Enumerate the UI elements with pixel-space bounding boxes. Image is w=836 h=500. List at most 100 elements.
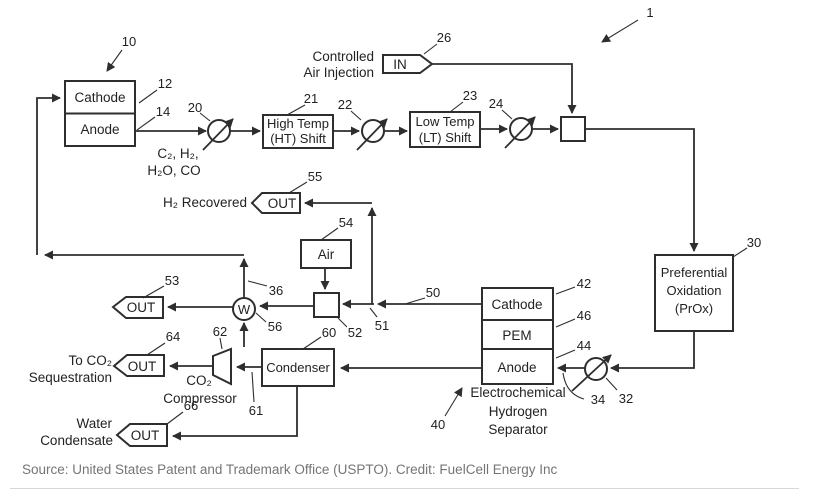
leader-56 [255, 312, 267, 323]
ref-62: 62 [213, 324, 227, 339]
leader-64 [146, 342, 166, 356]
hx24-diagonal [504, 116, 536, 149]
leader-61 [251, 371, 255, 403]
separator-block: Cathode PEM Anode Electrochemical Hydrog… [470, 287, 566, 437]
leader-55 [288, 181, 308, 194]
lt-shift-line1: Low Temp [415, 114, 474, 129]
prox-line2: Oxidation [667, 283, 722, 298]
prox-line3: (PrOx) [675, 301, 713, 316]
controlled-air-line1: Controlled [312, 49, 374, 64]
reference-labels: 1 10 12 14 20 21 22 23 24 26 30 32 34 36… [106, 5, 761, 432]
condenser-box [261, 348, 335, 387]
ref-44: 44 [577, 338, 591, 353]
leader-24 [501, 109, 513, 120]
ref-10: 10 [122, 34, 136, 49]
leader-46 [555, 318, 576, 328]
ref-50: 50 [426, 285, 440, 300]
ref-55: 55 [308, 169, 322, 184]
hx22-circle [361, 119, 385, 143]
separator-caption-1: Electrochemical [470, 385, 565, 400]
ref-54: 54 [339, 215, 353, 230]
out-flag-55: OUT [250, 192, 301, 214]
lt-shift-box [409, 111, 481, 148]
air-box [300, 239, 352, 269]
water-condensate-line1: Water [76, 416, 112, 431]
leader-34 [562, 372, 585, 400]
ref-21: 21 [304, 91, 318, 106]
to-co2-line2: Sequestration [29, 370, 112, 385]
line-prox-to-hx32 [610, 331, 695, 373]
leader-66 [166, 411, 184, 425]
leader-12 [138, 89, 158, 104]
hx20-circle [207, 119, 231, 143]
ref-66: 66 [184, 398, 198, 413]
leader-1 [601, 19, 639, 43]
anode-gas-line1: C₂, H₂, [157, 146, 198, 161]
condenser-label: Condenser [266, 360, 330, 375]
out53-shape [111, 296, 164, 319]
heat-exchanger-20 [202, 118, 234, 151]
ref-14: 14 [156, 104, 170, 119]
heat-exchanger-32 [571, 354, 612, 392]
flow-lines [36, 63, 699, 441]
stream-annotations: Controlled Air Injection C₂, H₂, H₂O, CO… [29, 49, 374, 448]
footer-divider [10, 488, 799, 489]
line-air-injection [432, 63, 577, 114]
leader-51 [369, 307, 378, 318]
heat-exchanger-22 [356, 118, 388, 151]
ref-1: 1 [646, 5, 653, 20]
ref-26: 26 [437, 30, 451, 45]
ref-52: 52 [348, 325, 362, 340]
fuel-cell-cathode-label: Cathode [74, 90, 125, 105]
condenser-block: Condenser [261, 348, 335, 387]
leader-32 [605, 377, 618, 391]
out55-label: OUT [268, 196, 297, 211]
line-junction-to-prox [585, 128, 699, 252]
controlled-air-line2: Air Injection [303, 65, 374, 80]
ref-46: 46 [577, 308, 591, 323]
separator-pem-label: PEM [502, 328, 531, 343]
leader-53 [142, 285, 165, 299]
prox-box [654, 254, 734, 332]
ht-shift-line2: (HT) Shift [270, 131, 326, 146]
leader-54 [320, 227, 339, 241]
prox-line1: Preferential [661, 265, 728, 280]
w-label: W [238, 302, 251, 317]
ref-12: 12 [158, 76, 172, 91]
water-condensate-line2: Condensate [40, 433, 113, 448]
ref-23: 23 [463, 88, 477, 103]
line-condensate-to-out66 [172, 386, 298, 441]
leader-40 [444, 387, 463, 417]
in-flag-label: IN [393, 57, 407, 72]
leader-23 [449, 101, 464, 113]
leader-44 [555, 349, 576, 359]
leader-22 [350, 110, 362, 121]
h2-recovered-label: H₂ Recovered [163, 195, 247, 210]
out55-shape [250, 192, 301, 214]
junction52-box [313, 292, 340, 318]
out64-label: OUT [128, 359, 157, 374]
out53-label: OUT [127, 300, 156, 315]
process-flow-diagram: Cathode Anode High Temp (HT) Shift Low T… [29, 5, 762, 448]
ht-shift-line1: High Temp [267, 116, 329, 131]
out66-label: OUT [131, 428, 160, 443]
ref-34: 34 [591, 392, 605, 407]
ref-61: 61 [249, 403, 263, 418]
out-flag-53: OUT [111, 296, 164, 319]
ref-32: 32 [619, 391, 633, 406]
hx20-diagonal [202, 118, 234, 151]
ref-30: 30 [747, 235, 761, 250]
leader-52 [337, 317, 348, 328]
heat-exchanger-24 [504, 116, 536, 149]
leader-21 [286, 104, 306, 116]
air-block: Air [300, 239, 352, 269]
out-flag-64: OUT [112, 354, 165, 377]
in-flag-shape [382, 54, 434, 74]
out-flag-66: OUT [115, 423, 168, 447]
lt-shift-block: Low Temp (LT) Shift [409, 111, 481, 148]
ref-40: 40 [431, 417, 445, 432]
separator-anode-label: Anode [497, 360, 536, 375]
leader-60 [302, 336, 322, 350]
co2-compressor-shape [212, 347, 232, 386]
